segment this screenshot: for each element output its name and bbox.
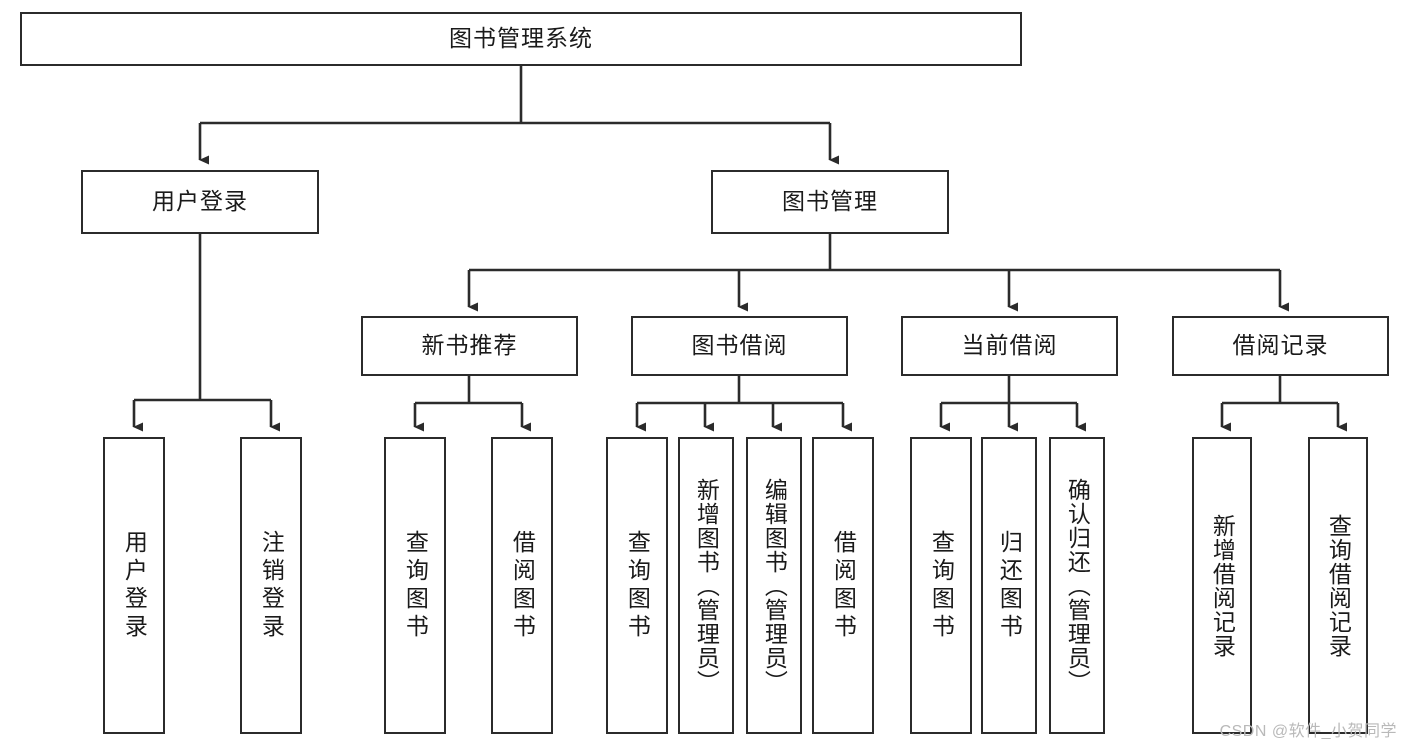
node-leaf-edit-book[interactable]: 编辑图书（管理员） [746, 437, 802, 734]
node-leaf-return-book[interactable]: 归还图书 [981, 437, 1037, 734]
node-new-book-recommend[interactable]: 新书推荐 [361, 316, 578, 376]
node-leaf-add-record[interactable]: 新增借阅记录 [1192, 437, 1252, 734]
node-label: 查询图书 [928, 529, 955, 642]
node-user-login[interactable]: 用户登录 [81, 170, 319, 234]
node-label: 当前借阅 [961, 332, 1058, 359]
node-label: 借阅图书 [830, 529, 857, 642]
node-leaf-user-login[interactable]: 用户登录 [103, 437, 165, 734]
node-current-borrow[interactable]: 当前借阅 [901, 316, 1118, 376]
node-label: 用户登录 [121, 529, 148, 642]
node-leaf-query-book-2[interactable]: 查询图书 [606, 437, 668, 734]
node-leaf-borrow-book-1[interactable]: 借阅图书 [491, 437, 553, 734]
node-root-system[interactable]: 图书管理系统 [20, 12, 1022, 66]
node-label: 新增借阅记录 [1209, 513, 1236, 658]
node-label: 查询图书 [624, 529, 651, 642]
node-label: 查询借阅记录 [1325, 513, 1352, 658]
node-label: 确认归还（管理员） [1064, 477, 1091, 694]
node-leaf-confirm-return[interactable]: 确认归还（管理员） [1049, 437, 1105, 734]
node-label: 图书管理系统 [449, 25, 593, 52]
node-leaf-query-book-1[interactable]: 查询图书 [384, 437, 446, 734]
node-leaf-query-record[interactable]: 查询借阅记录 [1308, 437, 1368, 734]
node-leaf-logout-login[interactable]: 注销登录 [240, 437, 302, 734]
node-label: 查询图书 [402, 529, 429, 642]
node-label: 新书推荐 [421, 332, 518, 359]
node-borrow-record[interactable]: 借阅记录 [1172, 316, 1389, 376]
node-book-borrow[interactable]: 图书借阅 [631, 316, 848, 376]
node-label: 借阅记录 [1232, 332, 1329, 359]
node-label: 注销登录 [258, 529, 285, 642]
node-label: 归还图书 [996, 529, 1023, 642]
node-leaf-query-book-3[interactable]: 查询图书 [910, 437, 972, 734]
node-label: 图书管理 [782, 188, 878, 215]
node-leaf-borrow-book-2[interactable]: 借阅图书 [812, 437, 874, 734]
watermark-text: CSDN @软件_小贺同学 [1219, 723, 1397, 740]
node-label: 编辑图书（管理员） [761, 477, 788, 694]
node-book-manage[interactable]: 图书管理 [711, 170, 949, 234]
node-label: 图书借阅 [691, 332, 788, 359]
node-label: 用户登录 [152, 188, 248, 215]
node-leaf-add-book[interactable]: 新增图书（管理员） [678, 437, 734, 734]
node-label: 新增图书（管理员） [693, 477, 720, 694]
node-label: 借阅图书 [509, 529, 536, 642]
